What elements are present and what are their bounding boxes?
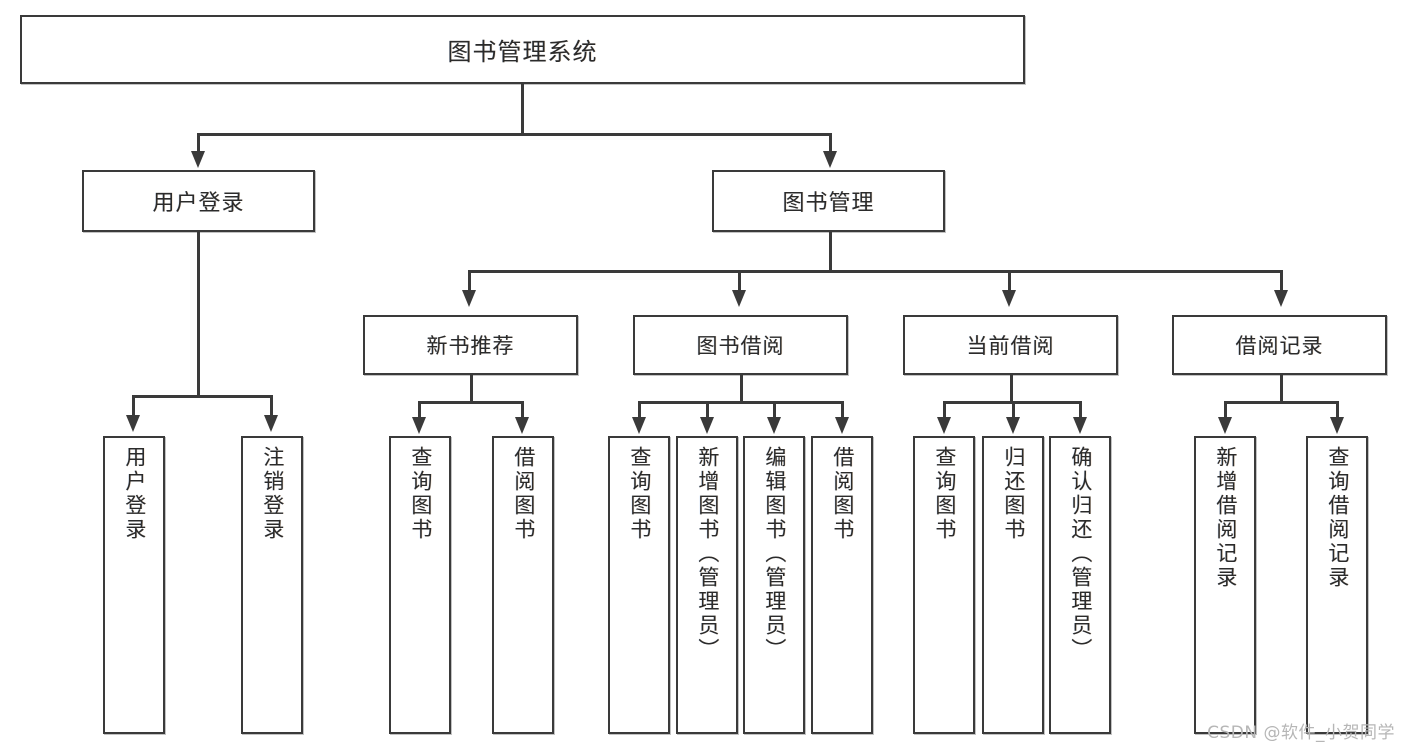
leaf-label: 借阅图书 xyxy=(830,446,855,542)
leaf-logout[interactable]: 注销登录 xyxy=(241,436,303,734)
connector-current-borrow-child-3 xyxy=(1079,401,1082,419)
connector-book-mgmt-stem xyxy=(829,232,832,272)
connector-to-new-book xyxy=(468,270,471,292)
leaf-label: 查询图书 xyxy=(627,446,652,542)
leaf-label: 查询借阅记录 xyxy=(1325,446,1350,590)
arrow-to-user-login xyxy=(191,151,205,168)
connector-new-book-bus xyxy=(418,401,524,404)
leaf-query-book-current[interactable]: 查询图书 xyxy=(913,436,975,734)
leaf-label: 归还图书 xyxy=(1001,446,1026,542)
arrow-to-book-borrow xyxy=(732,290,746,307)
leaf-label: 编辑图书（管理员） xyxy=(762,446,787,662)
node-label: 图书管理系统 xyxy=(447,38,598,66)
arrow-leaf-query-record xyxy=(1330,417,1344,434)
connector-new-book-child-2 xyxy=(521,401,524,419)
node-book-borrow[interactable]: 图书借阅 xyxy=(633,315,848,375)
connector-borrow-record-child-2 xyxy=(1336,401,1339,419)
connector-user-login-child-1 xyxy=(132,395,135,417)
node-current-borrow[interactable]: 当前借阅 xyxy=(903,315,1118,375)
connector-book-borrow-child-3 xyxy=(773,401,776,419)
arrow-leaf-edit-book xyxy=(767,417,781,434)
connector-new-book-child-1 xyxy=(418,401,421,419)
leaf-label: 用户登录 xyxy=(122,446,147,542)
leaf-borrow-book-recommend[interactable]: 借阅图书 xyxy=(492,436,554,734)
leaf-label: 查询图书 xyxy=(408,446,433,542)
leaf-label: 新增借阅记录 xyxy=(1213,446,1238,590)
arrow-to-new-book xyxy=(462,290,476,307)
watermark: CSDN @软件_小贺同学 xyxy=(1207,723,1395,743)
connector-to-borrow-record xyxy=(1280,270,1283,292)
arrow-leaf-query-book-2 xyxy=(632,417,646,434)
leaf-add-borrow-record[interactable]: 新增借阅记录 xyxy=(1194,436,1256,734)
connector-book-borrow-bus xyxy=(638,401,843,404)
connector-borrow-record-stem xyxy=(1280,375,1283,403)
arrow-leaf-add-book xyxy=(700,417,714,434)
arrow-leaf-add-record xyxy=(1218,417,1232,434)
node-book-management[interactable]: 图书管理 xyxy=(712,170,945,232)
arrow-leaf-confirm-return xyxy=(1073,417,1087,434)
leaf-label: 注销登录 xyxy=(260,446,285,542)
connector-current-borrow-stem xyxy=(1010,375,1013,403)
leaf-label: 借阅图书 xyxy=(511,446,536,542)
arrow-leaf-borrow-book-2 xyxy=(835,417,849,434)
connector-current-borrow-child-1 xyxy=(943,401,946,419)
connector-user-login-bus xyxy=(132,395,272,398)
arrow-to-book-mgmt xyxy=(823,151,837,168)
connector-user-login-stem xyxy=(197,232,200,397)
leaf-borrow-book[interactable]: 借阅图书 xyxy=(811,436,873,734)
connector-root-to-book-mgmt xyxy=(829,133,832,153)
connector-book-borrow-stem xyxy=(740,375,743,403)
connector-book-borrow-child-2 xyxy=(706,401,709,419)
node-label: 用户登录 xyxy=(152,191,245,216)
connector-book-borrow-child-4 xyxy=(841,401,844,419)
connector-book-mgmt-bus xyxy=(468,270,1283,273)
connector-book-borrow-child-1 xyxy=(638,401,641,419)
node-borrow-record[interactable]: 借阅记录 xyxy=(1172,315,1387,375)
connector-root-stem xyxy=(521,84,524,134)
node-user-login[interactable]: 用户登录 xyxy=(82,170,315,232)
connector-root-to-user-login xyxy=(197,133,200,153)
leaf-label: 新增图书（管理员） xyxy=(695,446,720,662)
leaf-query-book-borrow[interactable]: 查询图书 xyxy=(608,436,670,734)
node-label: 当前借阅 xyxy=(966,334,1055,358)
arrow-leaf-return-book xyxy=(1006,417,1020,434)
node-label: 借阅记录 xyxy=(1235,334,1324,358)
node-label: 图书借阅 xyxy=(696,334,785,358)
leaf-user-login[interactable]: 用户登录 xyxy=(103,436,165,734)
connector-root-bus xyxy=(197,133,831,136)
connector-borrow-record-child-1 xyxy=(1224,401,1227,419)
connector-user-login-child-2 xyxy=(270,395,273,417)
arrow-leaf-logout xyxy=(264,415,278,432)
node-root-system[interactable]: 图书管理系统 xyxy=(20,15,1025,84)
node-label: 新书推荐 xyxy=(426,334,515,358)
connector-to-book-borrow xyxy=(738,270,741,292)
connector-new-book-stem xyxy=(470,375,473,403)
leaf-query-book-recommend[interactable]: 查询图书 xyxy=(389,436,451,734)
node-label: 图书管理 xyxy=(782,191,875,216)
node-new-book-recommend[interactable]: 新书推荐 xyxy=(363,315,578,375)
leaf-return-book[interactable]: 归还图书 xyxy=(982,436,1044,734)
connector-to-current-borrow xyxy=(1008,270,1011,292)
connector-current-borrow-child-2 xyxy=(1012,401,1015,419)
leaf-edit-book-admin[interactable]: 编辑图书（管理员） xyxy=(743,436,805,734)
arrow-leaf-borrow-book-1 xyxy=(515,417,529,434)
arrow-leaf-query-book-3 xyxy=(937,417,951,434)
leaf-confirm-return-admin[interactable]: 确认归还（管理员） xyxy=(1049,436,1111,734)
leaf-query-borrow-record[interactable]: 查询借阅记录 xyxy=(1306,436,1368,734)
arrow-to-current-borrow xyxy=(1002,290,1016,307)
leaf-label: 确认归还（管理员） xyxy=(1068,446,1093,662)
leaf-label: 查询图书 xyxy=(932,446,957,542)
arrow-to-borrow-record xyxy=(1274,290,1288,307)
connector-borrow-record-bus xyxy=(1224,401,1338,404)
arrow-leaf-query-book-1 xyxy=(412,417,426,434)
leaf-add-book-admin[interactable]: 新增图书（管理员） xyxy=(676,436,738,734)
arrow-leaf-user-login xyxy=(126,415,140,432)
